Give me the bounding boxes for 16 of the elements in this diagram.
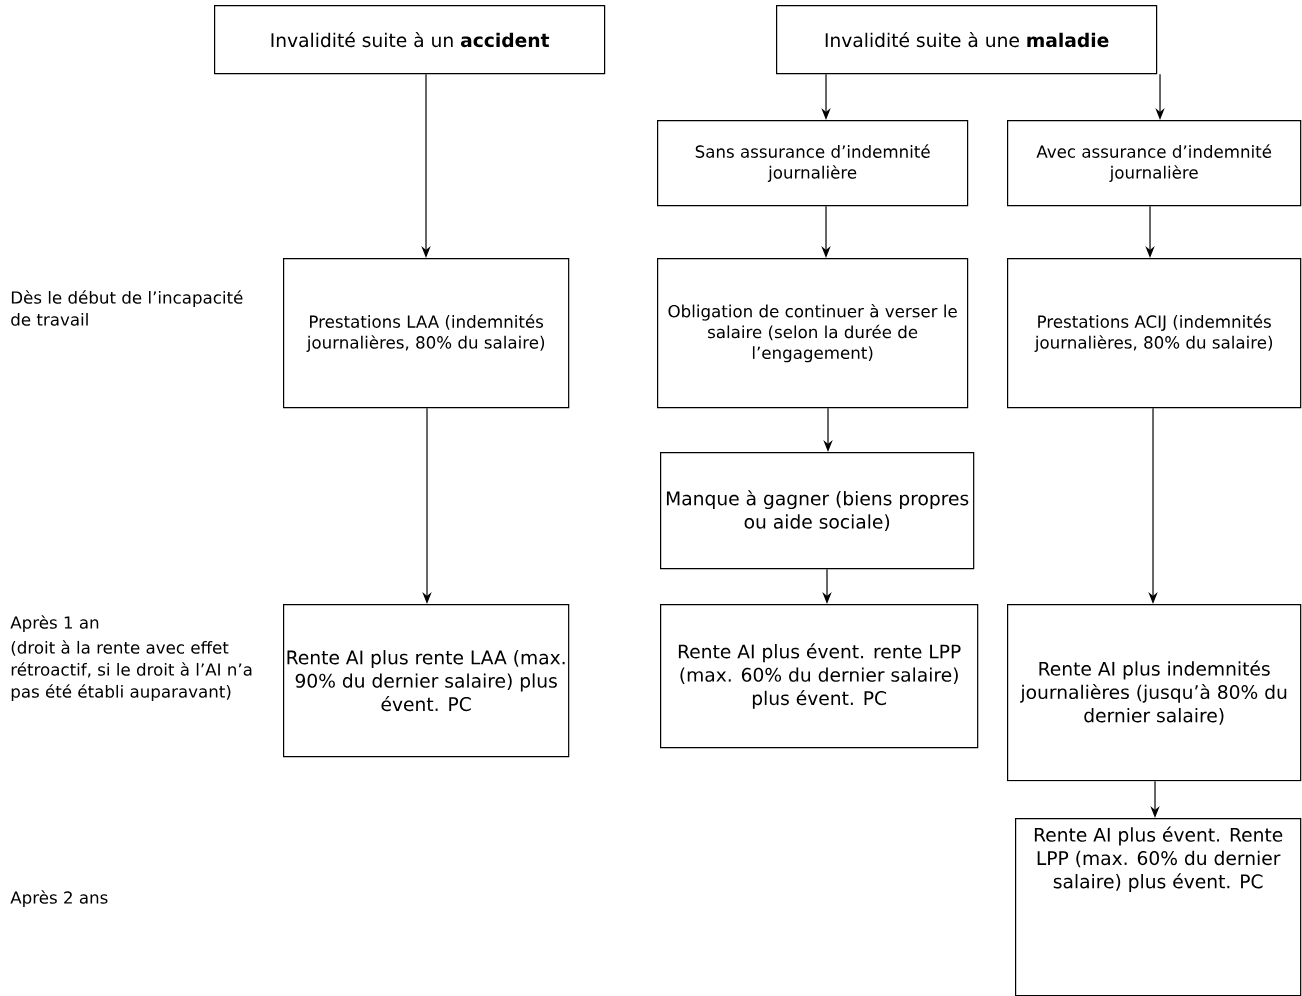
time-label: (droit à la rente avec effet rétroactif, si le droit à l’AI n’a pas été établi auparavant) bbox=[11, 640, 252, 702]
process-box: Obligation de continuer à verser le salaire (selon la durée de l’engagement) bbox=[657, 258, 969, 409]
process-box: Rente AI plus rente LAA (max. 90% du dernier salaire) plus évent. PC bbox=[283, 604, 570, 758]
process-box: Rente AI plus évent. rente LPP (max. 60% du dernier salaire) plus évent. PC bbox=[660, 604, 979, 749]
process-box: Prestations LAA (indemnités journalières, 80% du salaire) bbox=[283, 258, 570, 409]
process-box: Rente AI plus indemnités journalières (jusqu’à 80% du dernier salaire) bbox=[1007, 604, 1302, 782]
time-label: Après 2 ans bbox=[10, 890, 108, 908]
process-box: Avec assurance d’indemnité journalière bbox=[1007, 120, 1302, 207]
process-box: Invalidité suite à une maladie bbox=[776, 5, 1158, 75]
process-box: Prestations ACIJ (indemnités journalières, 80% du salaire) bbox=[1007, 258, 1302, 409]
time-label: Après 1 an bbox=[10, 615, 99, 633]
process-box: Rente AI plus évent. Rente LPP (max. 60% du dernier salaire) plus évent. PC bbox=[1015, 818, 1302, 996]
time-label: Dès le début de l’incapacité de travail bbox=[11, 290, 243, 326]
process-box: Manque à gagner (biens propres ou aide sociale) bbox=[660, 452, 975, 570]
process-box: Sans assurance d’indemnité journalière bbox=[657, 120, 969, 207]
process-box: Invalidité suite à un accident bbox=[214, 5, 606, 75]
